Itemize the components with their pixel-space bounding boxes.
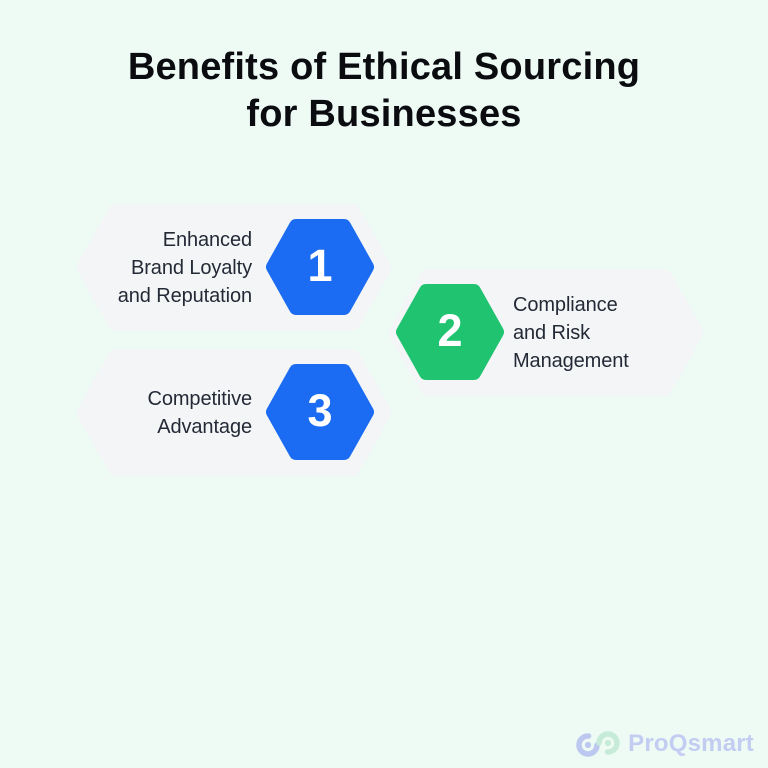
hexagon-badge-icon	[266, 364, 374, 460]
benefit-card-2: Compliance and Risk Management 2	[388, 269, 704, 396]
benefit-card-3: Competitive Advantage 3	[76, 349, 392, 476]
benefit-label-2-line-3: Management	[513, 349, 629, 372]
hexagon-badge-icon	[396, 284, 504, 380]
badge-number-1: 1	[307, 240, 333, 291]
benefit-label-3-line-1: Competitive	[147, 387, 253, 410]
benefit-card-1: Enhanced Brand Loyalty and Reputation 1	[76, 204, 392, 331]
number-badge-2: 2	[395, 282, 505, 382]
page-title-line-1: Benefits of Ethical Sourcing	[127, 46, 641, 88]
benefit-label-1: Enhanced Brand Loyalty and Reputation	[76, 226, 252, 310]
benefit-label-2-line-1: Compliance	[513, 293, 618, 316]
badge-number-3: 3	[307, 385, 333, 436]
page-title-line-2: for Businesses	[246, 93, 522, 135]
page-title: Benefits of Ethical Sourcing for Busines…	[0, 44, 768, 138]
benefit-label-2-line-2: and Risk	[513, 321, 591, 344]
benefit-label-1-line-1: Enhanced	[162, 228, 252, 251]
hexagon-badge-icon	[266, 219, 374, 315]
badge-number-2: 2	[437, 305, 463, 356]
number-badge-1: 1	[265, 217, 375, 317]
brand-name: ProQsmart	[628, 730, 754, 757]
number-badge-3: 3	[265, 362, 375, 462]
proqsmart-logo-icon	[576, 731, 620, 757]
benefit-label-1-line-2: Brand Loyalty	[131, 256, 252, 279]
benefit-label-3-line-2: Advantage	[157, 415, 252, 438]
benefit-label-3: Competitive Advantage	[76, 385, 253, 441]
benefit-label-2: Compliance and Risk Management	[513, 291, 693, 375]
benefit-label-1-line-3: and Reputation	[117, 284, 252, 307]
brand-logo: ProQsmart	[575, 730, 754, 758]
